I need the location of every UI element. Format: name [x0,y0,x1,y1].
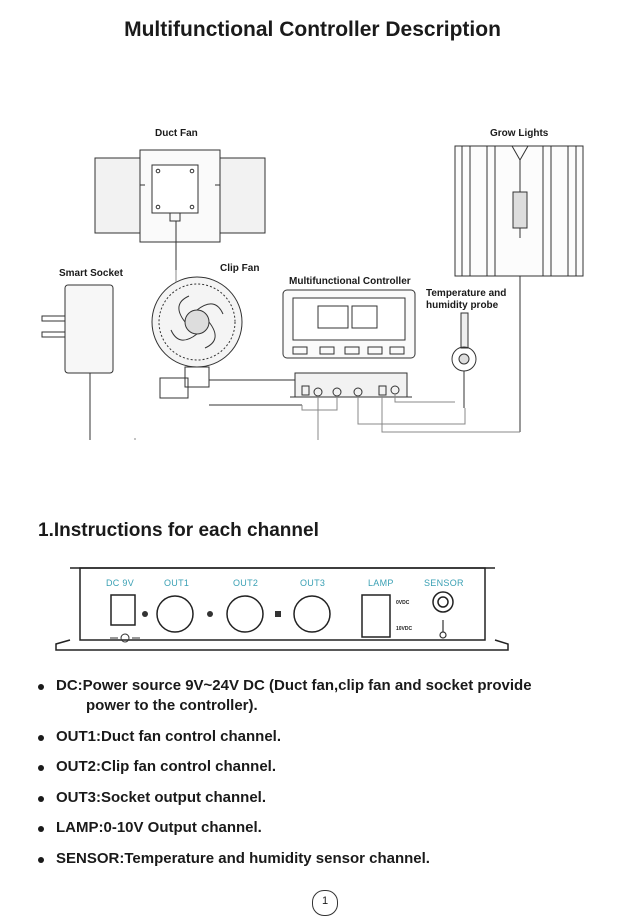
probe-label-line2: humidity probe [426,300,499,311]
bullet-out2: OUT2:Clip fan control channel. [38,757,613,777]
sensor-label: SENSOR [424,578,464,588]
bullet-out3: OUT3:Socket output channel. [38,788,613,808]
smart-socket-label: Smart Socket [59,268,123,279]
duct-fan-label: Duct Fan [155,128,198,139]
fan-icon-1 [142,611,148,617]
bullet-dot [38,765,44,771]
bullet-dot [38,826,44,832]
grow-lights-label: Grow Lights [490,128,549,139]
out2-label: OUT2 [233,578,259,588]
bullet-text: OUT3:Socket output channel. [56,788,267,806]
clip-fan-label: Clip Fan [220,263,260,274]
probe-illustration [451,312,477,408]
bullet-text: DC:Power source 9V~24V DC (Duct fan,clip… [56,677,532,694]
dc-polarity-icon [110,633,140,643]
dc-label: DC 9V [106,578,135,588]
channel-panel [55,567,509,651]
fan-icon-2 [207,611,213,617]
bullet-dc: DC:Power source 9V~24V DC (Duct fan,clip… [38,676,613,716]
bullet-dot [38,856,44,863]
clip-fan-illustration [151,276,302,406]
lamp-voltage-low: 0VDC [396,600,410,606]
smart-socket-illustration [41,284,114,440]
bullet-lamp: LAMP:0-10V Output channel. [38,818,613,838]
bullet-text: LAMP:0-10V Output channel. [56,819,262,836]
bullet-text-continued: power to the controller). [86,697,258,714]
page-number: 1 [312,890,338,916]
bullet-text: SENSOR:Temperature and humidity sensor c… [56,849,430,867]
socket-icon [275,611,281,617]
bullet-out1: OUT1:Duct fan control channel. [38,727,613,747]
grow-lights-illustration [454,145,584,432]
bullet-sensor: SENSOR:Temperature and humidity sensor c… [38,849,613,869]
out3-label: OUT3 [300,578,326,588]
lamp-label: LAMP [368,578,394,588]
page-title: Multifunctional Controller Description [124,18,501,41]
wiring [134,270,520,440]
thermometer-icon [439,620,447,639]
bullet-text: OUT1:Duct fan control channel. [56,727,282,745]
bullet-dot [38,684,44,690]
probe-label-line1: Temperature and [426,288,507,299]
bullet-dot [38,795,44,802]
lamp-voltage-high: 10VDC [396,626,413,632]
controller-label: Multifunctional Controller [289,276,411,287]
system-diagram [41,145,584,440]
section-heading: 1.Instructions for each channel [38,520,319,541]
out1-label: OUT1 [164,578,190,588]
fan-symbol-icons [142,611,281,617]
bullet-text: OUT2:Clip fan control channel. [56,758,277,775]
channel-instructions-list: DC:Power source 9V~24V DC (Duct fan,clip… [38,676,613,879]
bullet-dot [38,734,44,741]
duct-fan-illustration [94,149,266,270]
controller-illustration [282,289,416,398]
